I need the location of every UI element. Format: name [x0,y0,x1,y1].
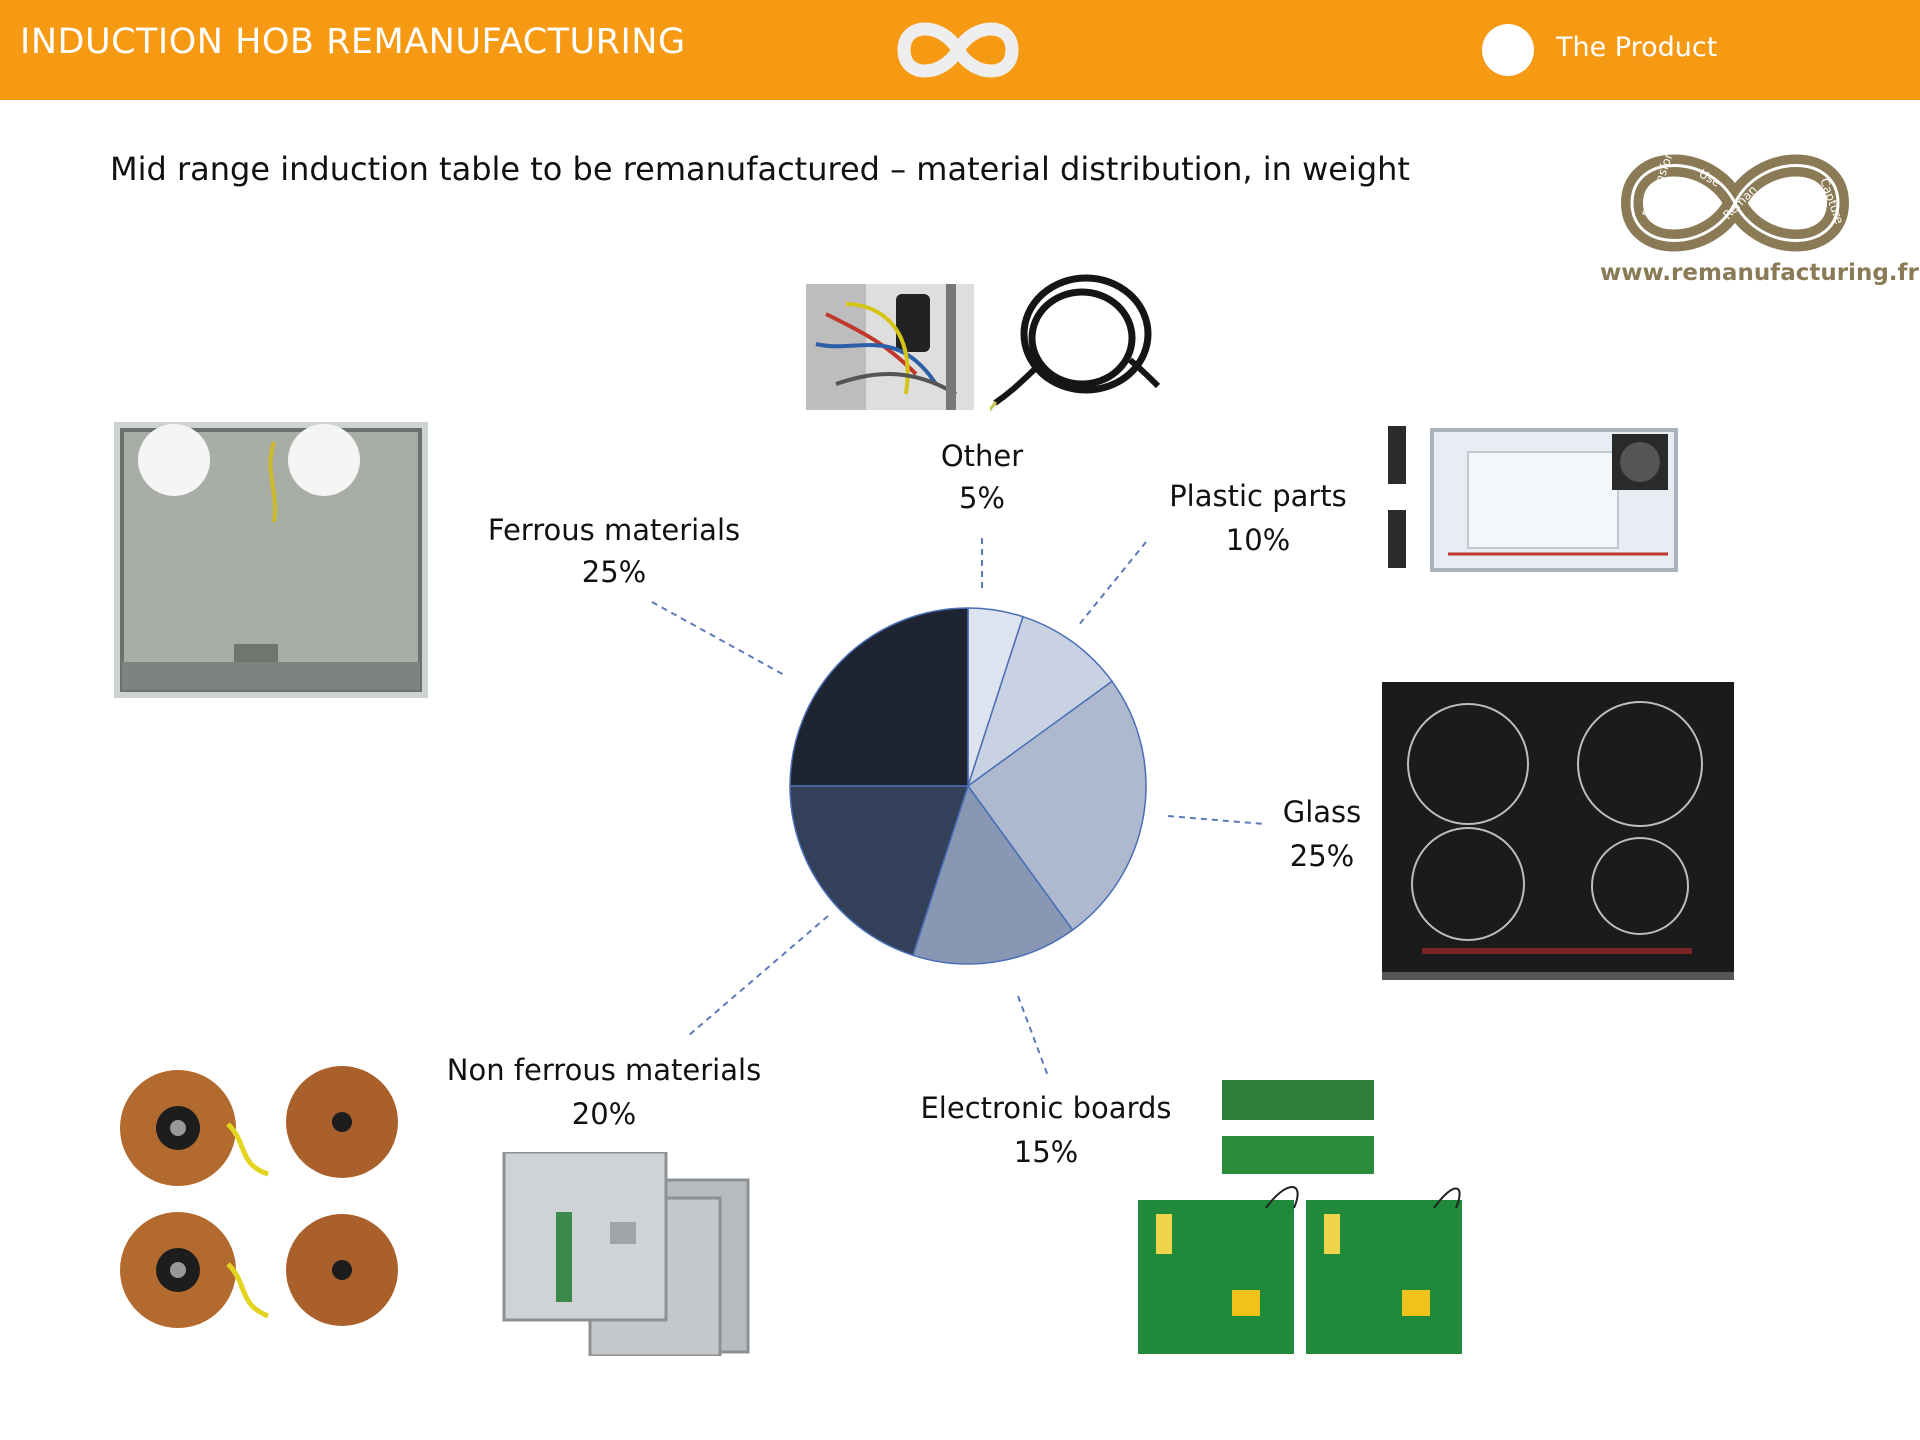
label-ferrous-name: Ferrous materials [488,513,740,547]
other-wiring-photo [806,284,974,410]
label-electronic-name: Electronic boards [920,1091,1171,1125]
label-nonferrous-value: 20% [572,1097,636,1131]
connector-ferrous [651,601,787,677]
infinity-logo-icon [897,22,1019,78]
section-label: The Product [1556,32,1718,63]
connector-glass [1167,815,1265,825]
label-nonferrous-name: Non ferrous materials [447,1053,761,1087]
header-bar: INDUCTION HOB REMANUFACTURING The Produc… [0,0,1920,100]
label-glass-name: Glass [1283,795,1362,829]
plastic-parts-photo [1388,426,1678,572]
pie-slices [789,607,1147,965]
ferrous-tray-photo [114,422,428,698]
slide-title: Mid range induction table to be remanufa… [110,150,1410,188]
aluminium-plates-photo [502,1152,750,1356]
brand-url: www.remanufacturing.fr [1600,260,1919,286]
pie-slice-ferrous-materials [789,607,969,787]
label-other-value: 5% [959,481,1005,515]
remanufacturing-logo-icon: Re-transform Use Reman Capture [1620,148,1850,252]
pie-slice-plastic-parts [966,615,1114,788]
label-other-name: Other [941,439,1023,473]
pie-slice-non-ferrous-materials [789,785,970,957]
label-ferrous-value: 25% [582,555,646,589]
section-dot-icon [1482,24,1534,76]
header-title: INDUCTION HOB REMANUFACTURING [20,22,686,62]
label-plastic-value: 10% [1226,523,1290,557]
label-glass-value: 25% [1290,839,1354,873]
connector-electronic [1017,995,1049,1077]
connector-nonferrous [687,915,829,1037]
label-connectors [651,538,1265,1077]
connector-plastic [1077,541,1147,627]
pie-slice-glass [966,680,1147,932]
other-cable-photo [990,274,1161,412]
label-electronic-value: 15% [1014,1135,1078,1169]
glass-hob-photo [1382,682,1734,980]
electronic-boards-photo [1138,1080,1462,1354]
pie-slice-electronic-boards [912,784,1074,965]
label-plastic-name: Plastic parts [1169,479,1347,513]
induction-coils-photo [120,1066,398,1328]
